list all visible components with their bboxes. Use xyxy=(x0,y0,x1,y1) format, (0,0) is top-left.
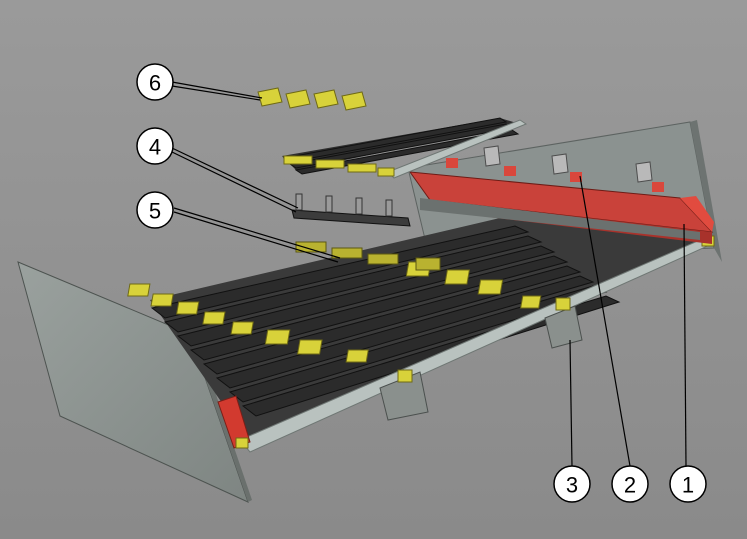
lower-red-post xyxy=(217,395,251,449)
rail-connector-left xyxy=(235,437,249,449)
comb-bar xyxy=(291,209,411,227)
beam-clips xyxy=(483,145,653,183)
lower-back-blocks xyxy=(295,241,441,271)
leader-lines xyxy=(171,81,687,467)
beam-base-strip xyxy=(420,198,700,240)
callout-5: 5 xyxy=(136,191,174,229)
rail-connector-right xyxy=(555,297,571,311)
rear-side-panel-edge xyxy=(690,120,722,262)
callout-4: 4 xyxy=(136,127,174,165)
lower-deck-slats xyxy=(150,225,621,417)
upper-deck-blocks xyxy=(283,155,395,177)
beam-clip-red-tabs xyxy=(446,158,664,192)
callout-6: 6 xyxy=(136,63,174,101)
upper-deck-slats xyxy=(282,117,520,175)
rail-connector-mid xyxy=(397,369,413,383)
callout-3: 3 xyxy=(553,465,591,503)
svg-text:6: 6 xyxy=(149,71,161,96)
svg-text:2: 2 xyxy=(624,473,636,498)
red-beam-end xyxy=(680,196,714,232)
svg-text:4: 4 xyxy=(149,135,161,160)
loose-blocks xyxy=(257,87,367,111)
callout-2: 2 xyxy=(611,465,649,503)
comb-teeth xyxy=(295,193,393,217)
svg-text:5: 5 xyxy=(149,199,161,224)
svg-text:1: 1 xyxy=(682,473,694,498)
svg-text:3: 3 xyxy=(566,473,578,498)
callout-1: 1 xyxy=(669,465,707,503)
